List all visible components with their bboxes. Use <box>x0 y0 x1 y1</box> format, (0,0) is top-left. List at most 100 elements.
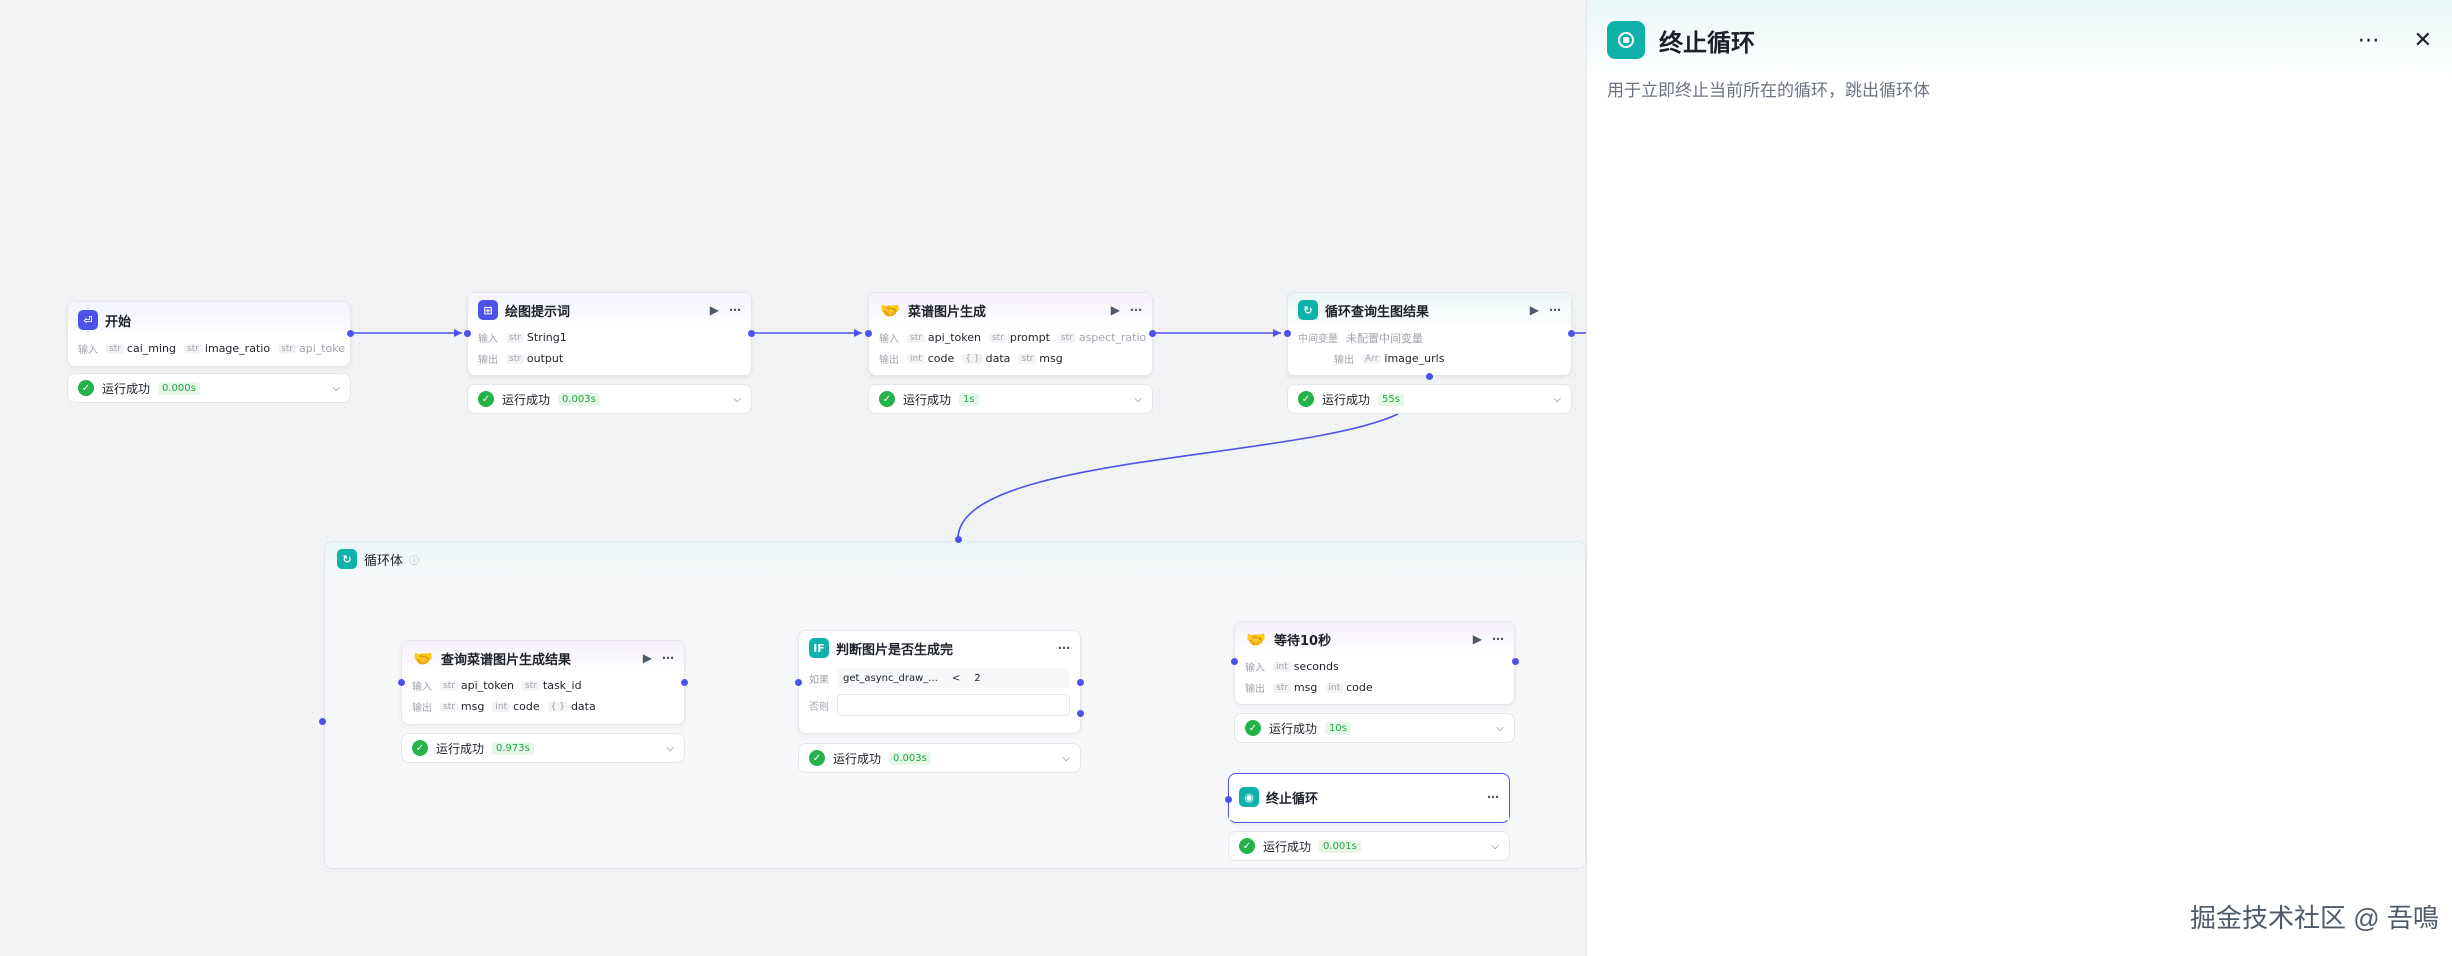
play-icon[interactable]: ▶ <box>1110 303 1120 317</box>
more-icon[interactable]: ⋯ <box>1058 641 1070 655</box>
chevron-down-icon[interactable]: ⌵ <box>332 382 340 394</box>
status-stop[interactable]: ✓ 运行成功 0.001s ⌵ <box>1228 831 1510 861</box>
chevron-down-icon[interactable]: ⌵ <box>1553 393 1561 405</box>
plugin-icon: 🤝 <box>880 300 900 320</box>
port-in[interactable] <box>1284 330 1291 337</box>
mid-label: 中间变量 <box>1298 334 1338 345</box>
param-type: str <box>1018 353 1037 364</box>
node-title: 循环查询生图结果 <box>1325 304 1430 320</box>
if-icon: IF <box>809 638 829 658</box>
port-in[interactable] <box>398 679 405 686</box>
check-icon: ✓ <box>478 391 494 407</box>
status-text: 运行成功 <box>1322 392 1371 407</box>
more-icon[interactable]: ⋯ <box>729 303 741 317</box>
condition-right[interactable]: 2 <box>974 672 981 684</box>
else-label: 否则 <box>809 701 829 713</box>
status-start[interactable]: ✓ 运行成功 0.000s ⌵ <box>67 373 351 403</box>
panel-title: 终止循环 <box>1659 28 1755 57</box>
port-in[interactable] <box>464 330 471 337</box>
param-name: cai_ming <box>126 342 176 355</box>
status-loop[interactable]: ✓ 运行成功 55s ⌵ <box>1287 384 1572 414</box>
more-icon[interactable]: ⋯ <box>1487 790 1499 804</box>
param-type: str <box>521 680 540 691</box>
port-loop-body[interactable] <box>1426 373 1433 380</box>
status-text: 运行成功 <box>102 381 151 396</box>
info-icon[interactable]: ⓘ <box>409 555 420 567</box>
port-out[interactable] <box>347 330 354 337</box>
status-prompt[interactable]: ✓ 运行成功 0.003s ⌵ <box>467 384 752 414</box>
output-label: 输出 <box>1245 684 1265 695</box>
port-body-start[interactable] <box>319 718 326 725</box>
param-type: { } <box>547 701 568 712</box>
condition-operator[interactable]: < <box>951 672 961 684</box>
status-time: 10s <box>1325 721 1351 735</box>
chevron-down-icon[interactable]: ⌵ <box>1134 393 1142 405</box>
more-icon[interactable]: ⋯ <box>1492 632 1504 646</box>
status-wait[interactable]: ✓ 运行成功 10s ⌵ <box>1234 713 1515 743</box>
check-icon: ✓ <box>78 380 94 396</box>
param-name: String1 <box>526 331 567 344</box>
param-name: msg <box>1039 352 1063 365</box>
param-name: msg <box>460 700 485 713</box>
port-else-out[interactable] <box>1077 710 1084 717</box>
more-icon[interactable]: ⋯ <box>662 651 674 665</box>
loop-body-title: 循环体 <box>364 553 404 569</box>
param-name: aspect_ratio <box>1078 331 1147 344</box>
param-name: api_token <box>927 331 981 344</box>
status-judge[interactable]: ✓ 运行成功 0.003s ⌵ <box>798 743 1081 773</box>
stop-icon: ◉ <box>1239 787 1259 807</box>
status-query[interactable]: ✓ 运行成功 0.973s ⌵ <box>401 733 685 763</box>
param-type: str <box>1057 332 1076 343</box>
port-out[interactable] <box>1568 330 1575 337</box>
status-text: 运行成功 <box>1269 721 1318 736</box>
close-icon[interactable]: ✕ <box>2413 27 2432 53</box>
chevron-down-icon[interactable]: ⌵ <box>1491 840 1499 852</box>
condition-left[interactable]: get_async_draw_... <box>843 672 938 684</box>
node-judge[interactable]: IF 判断图片是否生成完 ⋯ 如果 get_async_draw_... < 2… <box>798 630 1081 734</box>
output-label: 输出 <box>1334 355 1354 366</box>
port-in[interactable] <box>865 330 872 337</box>
param-name: data <box>570 700 596 713</box>
node-title: 等待10秒 <box>1274 633 1332 649</box>
play-icon[interactable]: ▶ <box>1529 303 1539 317</box>
chevron-down-icon[interactable]: ⌵ <box>1062 752 1070 764</box>
port-in[interactable] <box>1225 796 1232 803</box>
status-time: 0.001s <box>1319 839 1361 853</box>
play-icon[interactable]: ▶ <box>642 651 652 665</box>
check-icon: ✓ <box>1298 391 1314 407</box>
output-label: 输出 <box>412 703 432 714</box>
node-title: 终止循环 <box>1266 791 1319 807</box>
mid-value: 未配置中间变量 <box>1346 331 1423 345</box>
output-label: 输出 <box>879 355 899 366</box>
chevron-down-icon[interactable]: ⌵ <box>1496 722 1504 734</box>
port-out[interactable] <box>748 330 755 337</box>
port-in[interactable] <box>1231 658 1238 665</box>
status-text: 运行成功 <box>903 392 952 407</box>
plugin-icon: 🤝 <box>413 648 433 668</box>
play-icon[interactable]: ▶ <box>1472 632 1482 646</box>
param-name: image_ratio <box>204 342 271 355</box>
more-icon[interactable]: ⋯ <box>1130 303 1142 317</box>
play-icon[interactable]: ▶ <box>709 303 719 317</box>
node-title: 查询菜谱图片生成结果 <box>441 652 572 668</box>
port-out[interactable] <box>681 679 688 686</box>
more-icon[interactable]: ⋯ <box>1549 303 1561 317</box>
more-icon[interactable]: ⋯ <box>2357 27 2380 53</box>
port-out[interactable] <box>1149 330 1156 337</box>
status-text: 运行成功 <box>436 741 485 756</box>
port-in[interactable] <box>795 679 802 686</box>
status-gen[interactable]: ✓ 运行成功 1s ⌵ <box>868 384 1153 414</box>
port-body-in[interactable] <box>955 536 962 543</box>
status-text: 运行成功 <box>833 751 882 766</box>
port-if-out[interactable] <box>1077 679 1084 686</box>
port-out[interactable] <box>1512 658 1519 665</box>
chevron-down-icon[interactable]: ⌵ <box>733 393 741 405</box>
chevron-down-icon[interactable]: ⌵ <box>666 742 674 754</box>
node-stop[interactable]: ◉ 终止循环 ⋯ <box>1228 773 1510 823</box>
